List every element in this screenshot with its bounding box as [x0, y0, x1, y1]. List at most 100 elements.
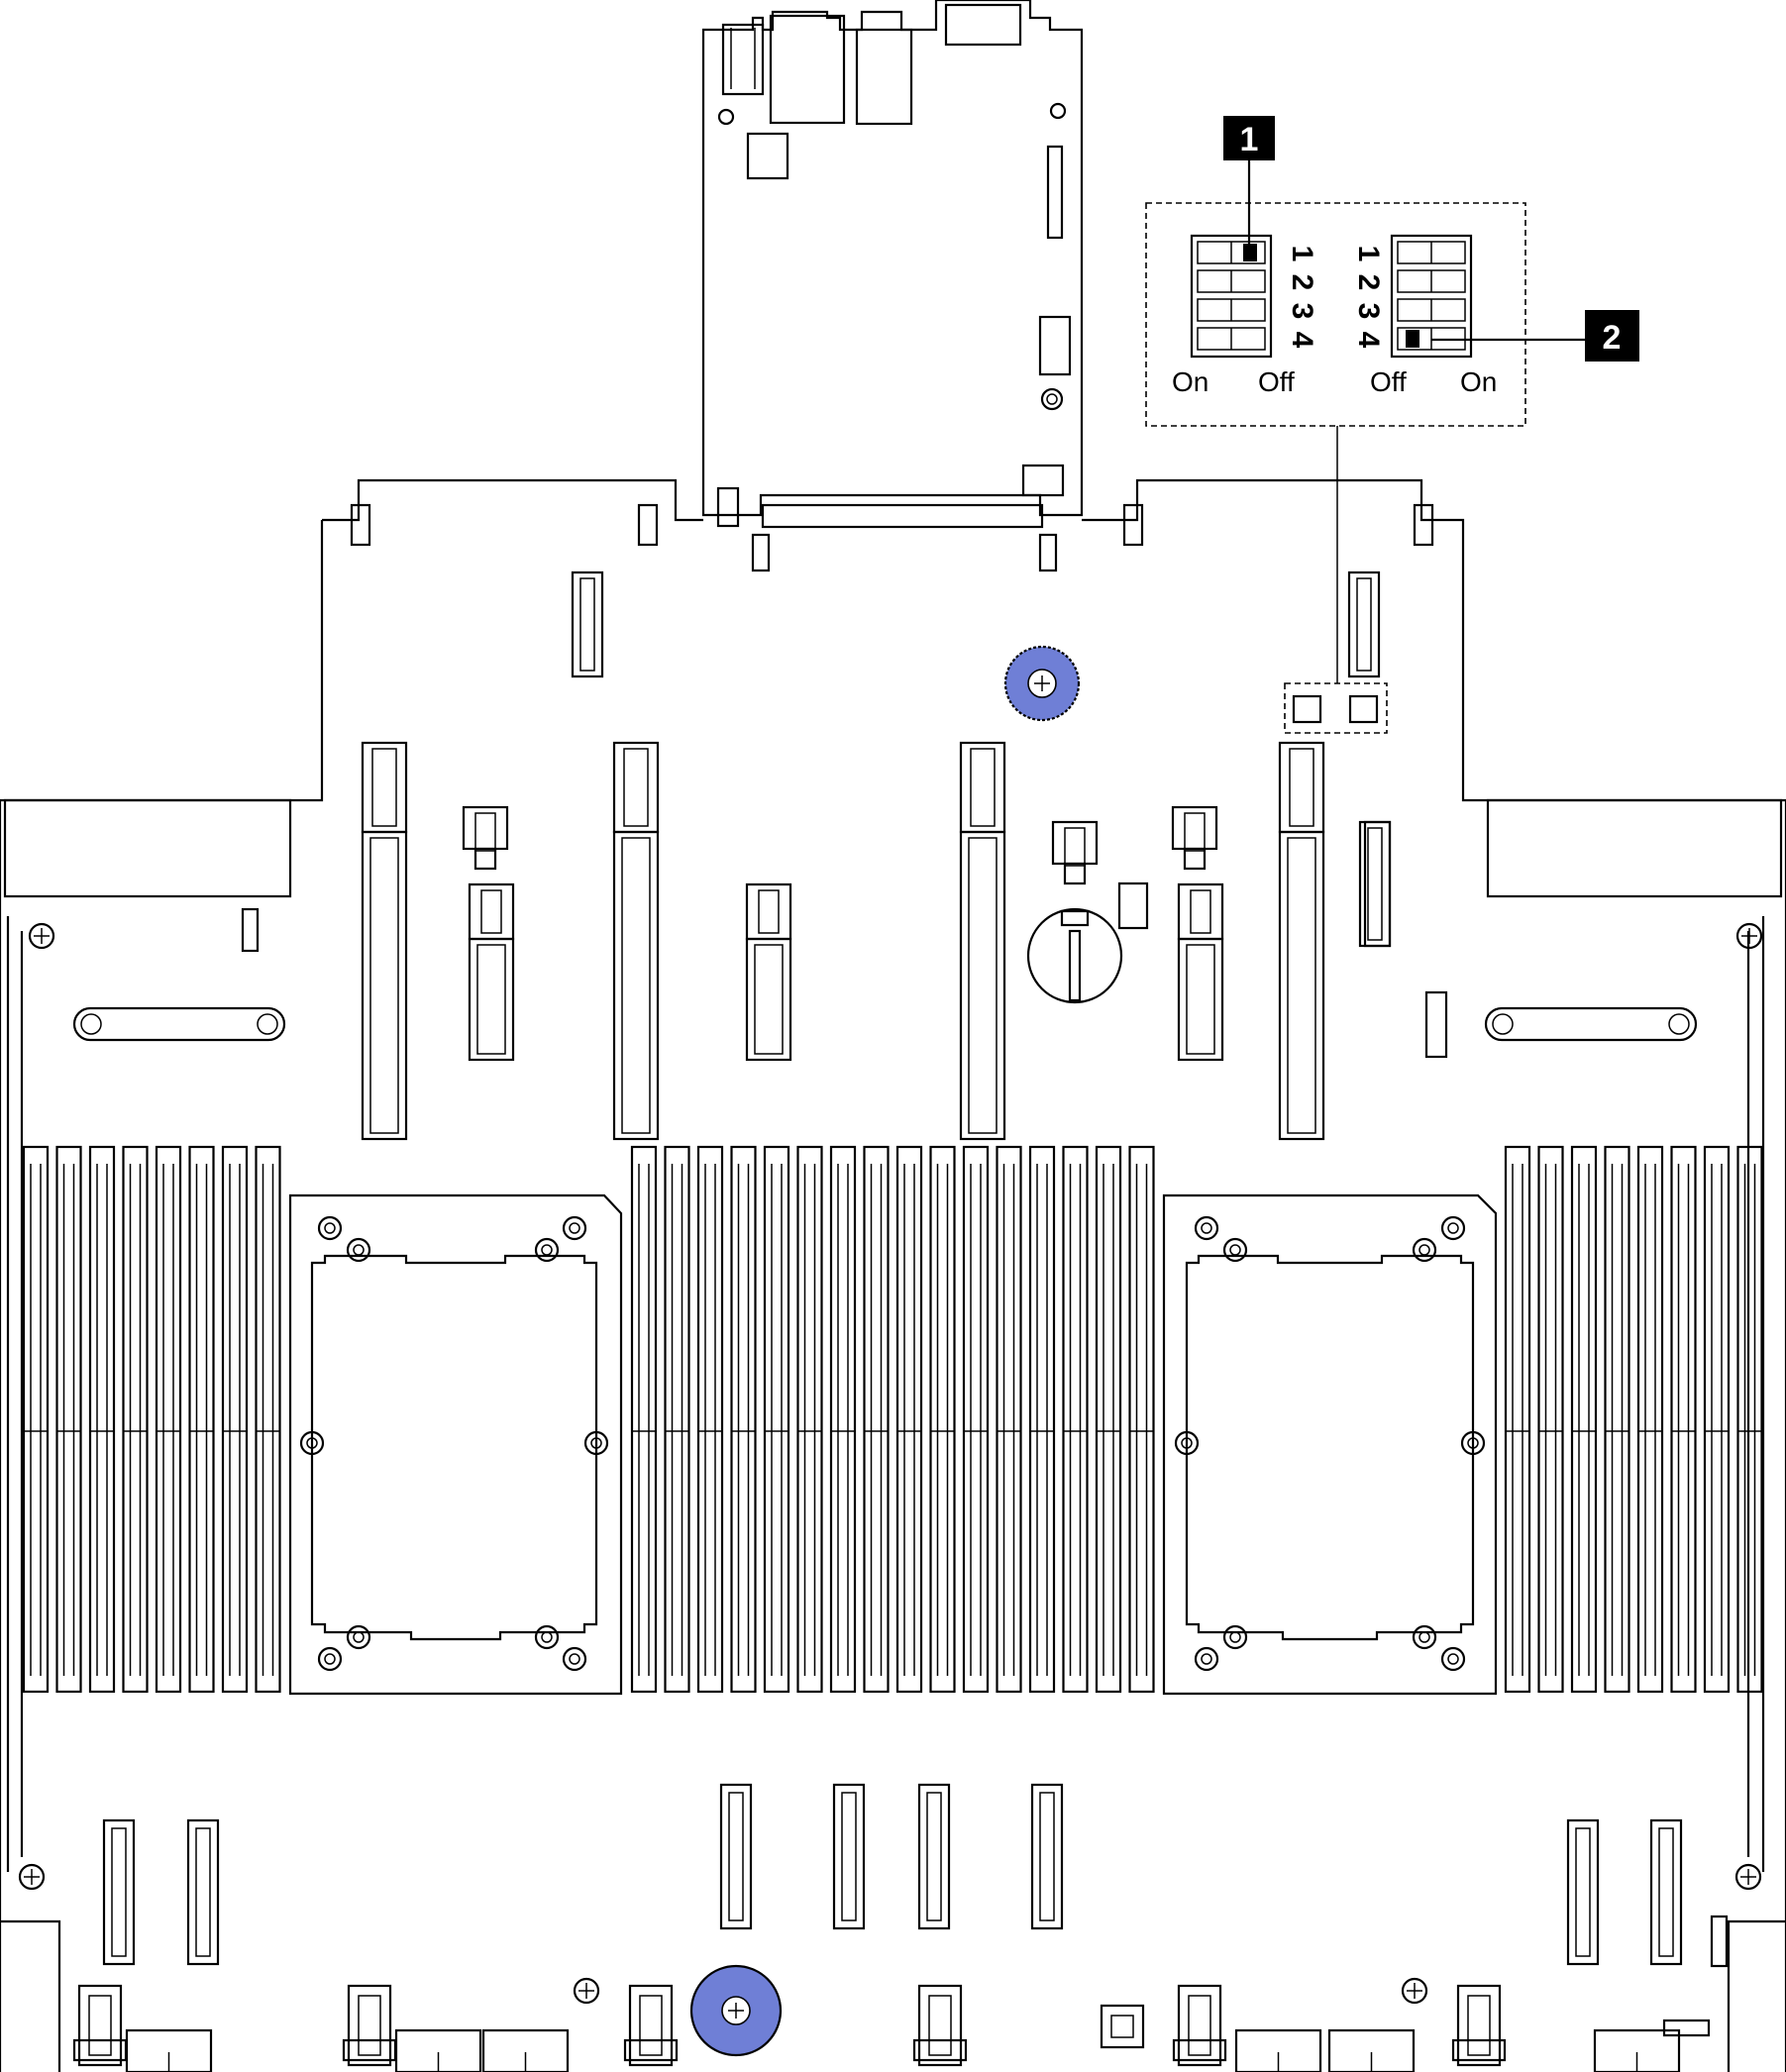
screw-icon [1194, 1215, 1219, 1241]
dimm-slot [929, 1145, 956, 1694]
connector [125, 2028, 213, 2072]
connector [1566, 1818, 1600, 1966]
fan-connector [623, 1984, 679, 2067]
dimm-slot [1537, 1145, 1564, 1694]
dimm-slot [1636, 1145, 1664, 1694]
dimm-slot [630, 1145, 658, 1694]
screw-icon [1440, 1646, 1466, 1672]
dimm-slot [221, 1145, 249, 1694]
connector [832, 1783, 866, 1930]
connector [1171, 805, 1218, 871]
fan-connector [72, 1984, 128, 2067]
dimm-slot [255, 1145, 281, 1694]
connector [1327, 2028, 1416, 2072]
screw-icon [317, 1646, 343, 1672]
connector [1649, 1818, 1683, 1966]
switch-block-1-on-label: On [1172, 366, 1208, 397]
lower-connectors [72, 1783, 1683, 2072]
pcie-slot [468, 882, 515, 1062]
switch-block-1-number: 3 [1286, 303, 1318, 320]
fan-connector [342, 1984, 397, 2067]
socket-screws [299, 1215, 1486, 1672]
switch-block-2-number: 4 [1352, 332, 1385, 349]
dimm-slot [122, 1145, 149, 1694]
pcie-slot [745, 882, 792, 1062]
fan-connector [912, 1984, 968, 2067]
screw-icon [534, 1624, 560, 1650]
screw-icon [18, 922, 1763, 2005]
dimm-slot [996, 1145, 1022, 1694]
fan-connector [1451, 1984, 1507, 2067]
dimm-slot [763, 1145, 790, 1694]
dimm-slot [1736, 1145, 1763, 1694]
processor-socket-1 [288, 1193, 623, 1696]
coin-battery-icon [1026, 907, 1123, 1004]
connector [1347, 570, 1381, 678]
dimm-slot [696, 1145, 724, 1694]
dimm-slot [664, 1145, 690, 1694]
connector [719, 1783, 753, 1930]
fan-connector [1172, 1984, 1227, 2067]
screw-icon [346, 1237, 371, 1263]
connector [1100, 2004, 1145, 2049]
dimm-slot [22, 1145, 50, 1694]
dimm-slot [55, 1145, 82, 1694]
connector [1030, 1783, 1064, 1930]
screw-icon [1194, 1646, 1219, 1672]
dimm-slot [188, 1145, 215, 1694]
dimm-slot [1028, 1145, 1056, 1694]
connector [1593, 2028, 1681, 2072]
dimm-slot [1570, 1145, 1598, 1694]
thumbscrew-icon[interactable] [689, 1964, 783, 2057]
switch-block-2-number: 2 [1352, 274, 1385, 291]
pcie-slot [1177, 882, 1224, 1062]
dimm-slot [1128, 1145, 1155, 1694]
pcie-slot [361, 741, 408, 1141]
dimm-slot [730, 1145, 757, 1694]
dimm-slot [962, 1145, 990, 1694]
connector [186, 1818, 220, 1966]
io-module [701, 0, 1084, 572]
dimm-slot [1604, 1145, 1630, 1694]
riser-slots [361, 570, 1392, 1141]
dimm-slot [829, 1145, 857, 1694]
switch-block-1-off-label: Off [1258, 366, 1295, 397]
screw-icon [299, 1430, 325, 1456]
small-connectors [241, 820, 1729, 2037]
switch-location-2 [1348, 694, 1379, 724]
dimm-slot [1703, 1145, 1731, 1694]
dimm-slot [1504, 1145, 1531, 1694]
screw-icon [562, 1646, 587, 1672]
pcie-slot [959, 741, 1006, 1141]
switch-detail-box [1145, 202, 1526, 427]
screw-icon [562, 1215, 587, 1241]
callout-1: 1 [1223, 116, 1275, 248]
screw-icon [1412, 1624, 1437, 1650]
switch-location-box [1284, 682, 1388, 734]
switch-block-2-number: 1 [1352, 246, 1385, 262]
handle-right [1484, 1006, 1698, 1042]
thumbscrew-icon[interactable] [1003, 645, 1081, 722]
switch-block-2-off-label: Off [1370, 366, 1407, 397]
switch-location-1 [1292, 694, 1322, 724]
dimm-slot [88, 1145, 116, 1694]
connector [394, 2028, 482, 2072]
dimm-slots [22, 1145, 1763, 1694]
connector [1234, 2028, 1322, 2072]
screw-icon [1222, 1237, 1248, 1263]
screw-icon [1222, 1624, 1248, 1650]
connector [1051, 820, 1099, 885]
switch-block-1-number: 4 [1286, 332, 1318, 349]
callout-2: 2 [1431, 310, 1639, 362]
connector [917, 1783, 951, 1930]
switch-block-1-number: 2 [1286, 274, 1318, 291]
screw-icon [1174, 1430, 1200, 1456]
switch-block-2-on-label: On [1460, 366, 1497, 397]
connector [571, 570, 604, 678]
screw-icon [1440, 1215, 1466, 1241]
connector [462, 805, 509, 871]
dimm-slot [1095, 1145, 1122, 1694]
switch-block-2-number: 3 [1352, 303, 1385, 320]
